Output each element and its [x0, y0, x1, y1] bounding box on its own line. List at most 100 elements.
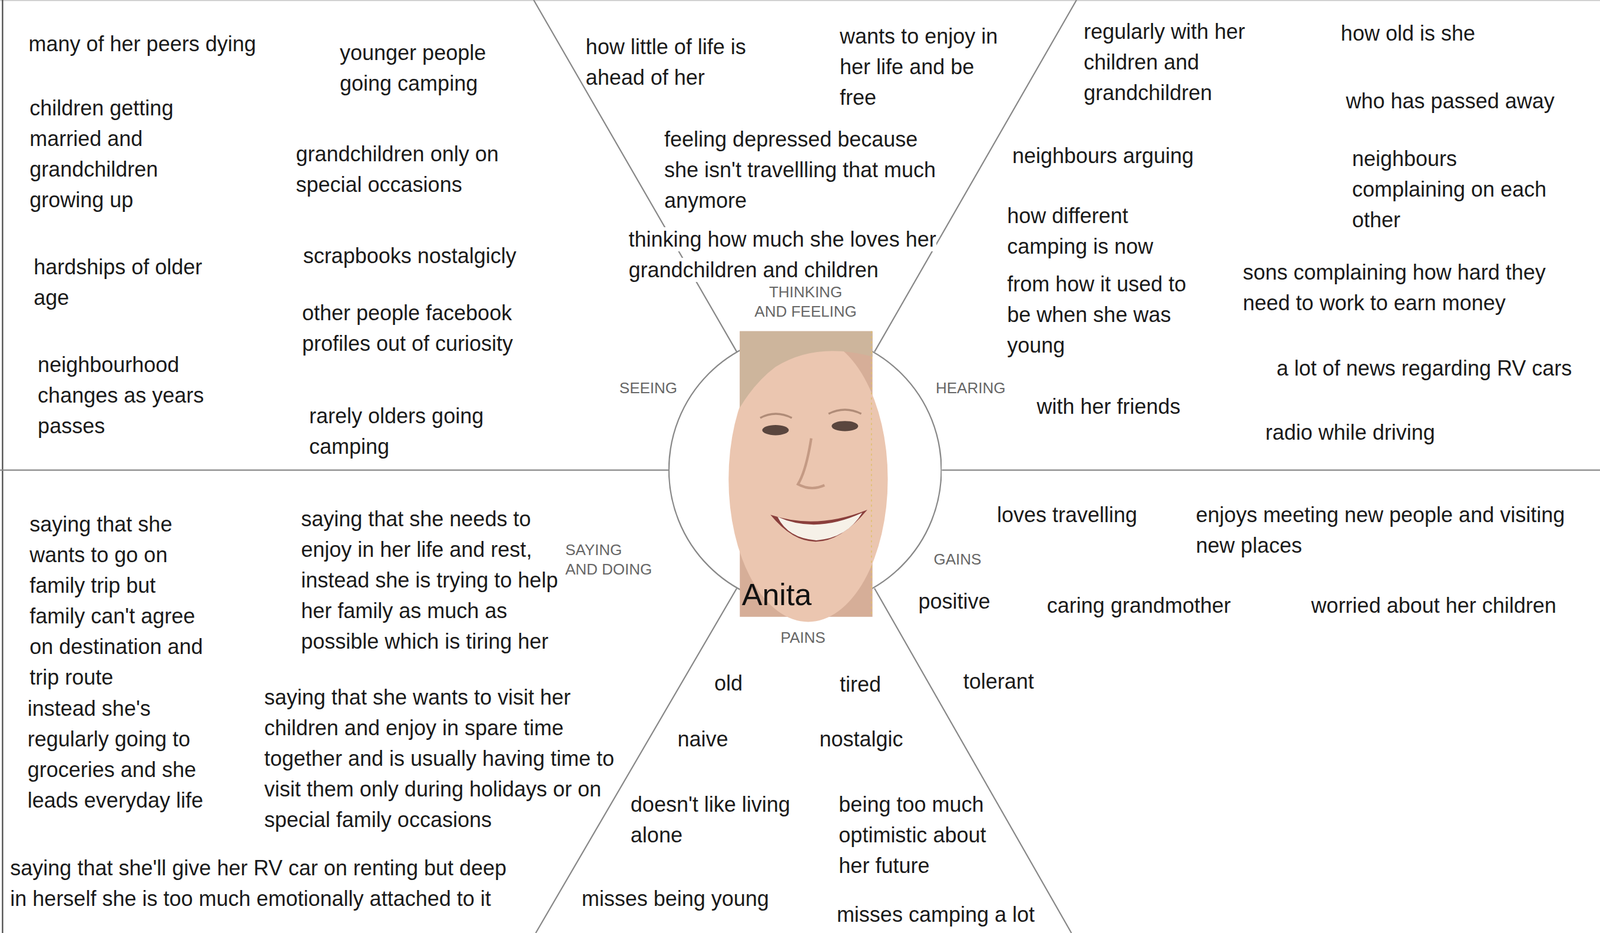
map-note-text: hardships of older age — [33, 254, 202, 310]
section-heading-text: THINKING AND FEELING — [754, 283, 857, 321]
map-note-text: instead she's regularly going to groceri… — [27, 696, 204, 813]
map-note: sons complaining how hard they need to w… — [1243, 257, 1580, 319]
map-note-text: saying that she needs to enjoy in her li… — [300, 507, 558, 654]
section-heading: SEEING — [619, 378, 678, 399]
map-note: regularly with her children and grandchi… — [1083, 16, 1268, 109]
map-note-text: regularly with her children and grandchi… — [1083, 19, 1245, 105]
map-note-text: worried about her children — [1311, 593, 1557, 618]
map-note: thinking how much she loves her grandchi… — [628, 224, 966, 286]
map-note: wants to enjoy in her life and be free — [839, 21, 1009, 114]
persona-name-text: Anita — [741, 577, 813, 612]
map-note: enjoys meeting new people and visiting n… — [1196, 499, 1589, 562]
map-note: other people facebook profiles out of cu… — [302, 297, 542, 360]
section-heading: THINKING AND FEELING — [753, 282, 859, 322]
map-note-text: misses being young — [581, 886, 770, 912]
map-note: radio while driving — [1265, 417, 1436, 449]
section-heading: HEARING — [935, 378, 1006, 399]
map-note: how old is she — [1340, 18, 1476, 49]
map-note-text: caring grandmother — [1047, 593, 1231, 618]
map-note-text: saying that she'll give her RV car on re… — [10, 856, 507, 912]
map-note: many of her peers dying — [28, 28, 257, 60]
section-heading-text: GAINS — [933, 550, 982, 569]
map-note-text: saying that she wants to visit her child… — [264, 685, 615, 833]
persona-name: Anita — [741, 578, 813, 612]
section-heading-text: SEEING — [619, 379, 678, 397]
map-note-text: sons complaining how hard they need to w… — [1243, 260, 1546, 316]
section-heading-text: SAYING AND DOING — [565, 541, 652, 579]
map-note: worried about her children — [1311, 590, 1557, 622]
map-note: scrapbooks nostalgicly — [303, 240, 517, 272]
map-note: grandchildren only on special occasions — [296, 138, 526, 201]
map-note-text: radio while driving — [1265, 420, 1436, 445]
map-note: who has passed away — [1346, 85, 1555, 117]
map-note-text: nostalgic — [819, 727, 903, 752]
map-note-text: how old is she — [1340, 21, 1476, 46]
map-note-text: saying that she wants to go on family tr… — [29, 512, 203, 690]
map-note-text: naive — [677, 727, 729, 752]
map-note-text: being too much optimistic about her futu… — [838, 792, 986, 879]
map-note: positive — [918, 586, 991, 618]
map-note-text: how different camping is now — [1006, 203, 1154, 259]
map-note: nostalgic — [819, 724, 903, 755]
map-note: neighbourhood changes as years passes — [37, 349, 217, 442]
map-note: saying that she wants to visit her child… — [264, 682, 624, 836]
map-note-text: tolerant — [963, 669, 1035, 694]
map-note: younger people going camping — [339, 37, 514, 99]
map-note: saying that she needs to enjoy in her li… — [300, 504, 575, 658]
map-note-text: feeling depressed because she isn't trav… — [664, 127, 936, 213]
persona-node: Anita — [668, 326, 942, 625]
divider-line — [941, 469, 1600, 471]
map-note: caring grandmother — [1047, 590, 1231, 622]
map-note-text: children getting married and grandchildr… — [29, 95, 174, 212]
map-note-text: misses camping a lot — [836, 902, 1035, 927]
map-note: from how it used to be when she was youn… — [1006, 269, 1201, 361]
map-note-text: many of her peers dying — [28, 31, 257, 56]
map-note-text: thinking how much she loves her grandchi… — [628, 227, 936, 283]
map-note: how different camping is now — [1006, 200, 1176, 263]
map-note: a lot of news regarding RV cars — [1276, 353, 1573, 384]
map-note-text: neighbours complaining on each other — [1352, 146, 1547, 233]
map-note: misses being young — [581, 883, 770, 915]
map-note: saying that she wants to go on family tr… — [29, 509, 211, 694]
section-heading-text: PAINS — [780, 628, 826, 647]
map-note: naive — [677, 724, 729, 755]
map-note-text: a lot of news regarding RV cars — [1276, 356, 1573, 381]
map-note-text: neighbourhood changes as years passes — [37, 352, 204, 439]
top-border — [0, 0, 1600, 2]
map-note: loves travelling — [996, 499, 1138, 531]
divider-line — [874, 588, 1072, 933]
map-note: being too much optimistic about her futu… — [838, 789, 1007, 882]
map-note-text: grandchildren only on special occasions — [296, 141, 499, 197]
map-note-text: old — [714, 671, 743, 696]
map-note-text: from how it used to be when she was youn… — [1006, 272, 1187, 358]
map-note-text: neighbours arguing — [1012, 143, 1194, 168]
map-note: neighbours arguing — [1012, 140, 1194, 172]
map-note-text: how little of life is ahead of her — [585, 34, 747, 90]
map-note: children getting married and grandchildr… — [29, 93, 204, 216]
section-heading: SAYING AND DOING — [565, 540, 657, 580]
section-heading: GAINS — [933, 550, 982, 570]
map-note-text: wants to enjoy in her life and be free — [839, 24, 998, 110]
map-note-text: other people facebook profiles out of cu… — [302, 300, 513, 356]
divider-line — [0, 469, 669, 471]
map-note: tolerant — [963, 666, 1035, 698]
map-note-text: positive — [918, 589, 991, 614]
map-note: how little of life is ahead of her — [585, 31, 770, 94]
section-heading-text: HEARING — [935, 379, 1006, 397]
map-note-text: with her friends — [1037, 394, 1181, 419]
map-note-text: enjoys meeting new people and visiting n… — [1196, 502, 1565, 558]
map-note: with her friends — [1037, 391, 1181, 423]
map-note: misses camping a lot — [836, 899, 1035, 931]
map-note-text: doesn't like living alone — [630, 792, 791, 848]
map-note-text: who has passed away — [1346, 88, 1555, 114]
map-note: instead she's regularly going to groceri… — [27, 693, 210, 817]
map-note: old — [714, 668, 743, 700]
map-note-text: loves travelling — [996, 502, 1138, 528]
left-border — [1, 0, 3, 933]
map-note-text: scrapbooks nostalgicly — [303, 243, 517, 268]
map-note: hardships of older age — [33, 252, 223, 314]
map-note-text: younger people going camping — [339, 40, 486, 96]
section-heading: PAINS — [780, 628, 826, 648]
map-note: feeling depressed because she isn't trav… — [664, 124, 946, 217]
map-note: tired — [839, 669, 881, 701]
